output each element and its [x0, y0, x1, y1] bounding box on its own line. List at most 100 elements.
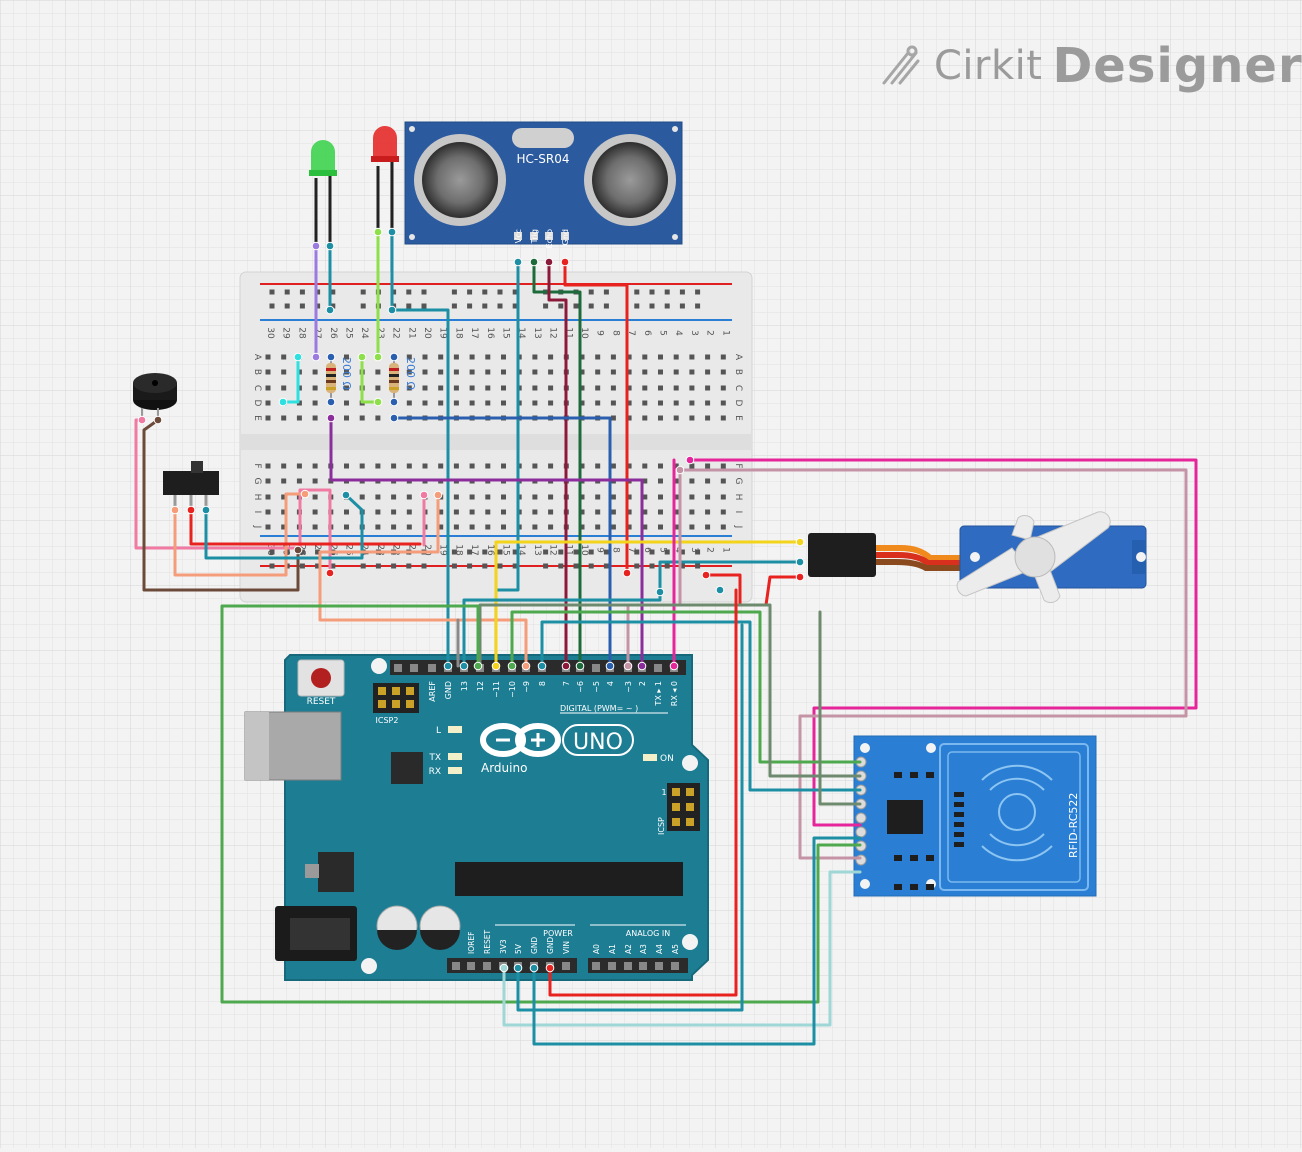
wire-endpoint[interactable]	[357, 352, 367, 362]
rail-hole[interactable]	[695, 549, 701, 555]
wire-endpoint[interactable]	[293, 352, 303, 362]
breadboard-hole[interactable]	[673, 400, 679, 406]
wire-endpoint[interactable]	[513, 963, 523, 973]
breadboard-hole[interactable]	[375, 524, 381, 530]
breadboard-hole[interactable]	[453, 463, 459, 469]
wire-servo-signal[interactable]	[494, 540, 802, 668]
wire-rfid-sck[interactable]	[478, 603, 862, 778]
breadboard-hole[interactable]	[344, 400, 349, 406]
sensor-pin[interactable]	[545, 232, 553, 240]
rail-hole[interactable]	[573, 303, 579, 309]
wire-endpoint[interactable]	[326, 413, 336, 423]
servo-motor[interactable]	[808, 511, 1147, 604]
breadboard-hole[interactable]	[469, 354, 475, 360]
breadboard-hole[interactable]	[312, 415, 318, 421]
breadboard-hole[interactable]	[658, 494, 663, 500]
breadboard-hole[interactable]	[673, 463, 679, 469]
breadboard-hole[interactable]	[501, 524, 506, 530]
rail-hole[interactable]	[543, 549, 549, 555]
breadboard-hole[interactable]	[296, 415, 302, 421]
breadboard-hole[interactable]	[532, 385, 538, 391]
breadboard-hole[interactable]	[375, 385, 381, 391]
rail-hole[interactable]	[543, 563, 549, 569]
breadboard-hole[interactable]	[642, 524, 648, 530]
breadboard-hole[interactable]	[579, 385, 585, 391]
rail-hole[interactable]	[664, 549, 670, 555]
wire-endpoint[interactable]	[513, 257, 523, 267]
breadboard-hole[interactable]	[658, 463, 663, 469]
breadboard-hole[interactable]	[673, 369, 679, 375]
wire-salmon-pin9[interactable]	[318, 493, 528, 668]
wire-endpoint[interactable]	[373, 227, 383, 237]
rail-hole[interactable]	[391, 289, 397, 295]
breadboard-hole[interactable]	[642, 463, 648, 469]
breadboard-hole[interactable]	[610, 385, 616, 391]
breadboard-hole[interactable]	[610, 415, 616, 421]
breadboard-hole[interactable]	[532, 509, 538, 515]
breadboard-hole[interactable]	[658, 354, 663, 360]
breadboard-hole[interactable]	[265, 524, 271, 530]
breadboard-hole[interactable]	[359, 415, 365, 421]
breadboard-hole[interactable]	[705, 354, 711, 360]
wire-endpoint[interactable]	[201, 505, 211, 515]
rail-hole[interactable]	[391, 303, 397, 309]
breadboard-hole[interactable]	[359, 494, 365, 500]
breadboard-hole[interactable]	[673, 415, 679, 421]
breadboard-hole[interactable]	[453, 494, 459, 500]
wire-sr04-gnd[interactable]	[563, 260, 629, 575]
wire-servo-gnd[interactable]	[462, 560, 802, 668]
breadboard-hole[interactable]	[485, 369, 491, 375]
rail-hole[interactable]	[603, 289, 609, 295]
header-pin[interactable]	[624, 962, 632, 970]
wire-endpoint[interactable]	[325, 241, 335, 251]
breadboard-hole[interactable]	[312, 463, 318, 469]
breadboard-hole[interactable]	[375, 494, 381, 500]
sensor-pin[interactable]	[514, 232, 522, 240]
header-pin[interactable]	[639, 962, 647, 970]
breadboard-hole[interactable]	[658, 478, 663, 484]
breadboard-hole[interactable]	[689, 524, 695, 530]
wire-endpoint[interactable]	[507, 661, 517, 671]
wire-endpoint[interactable]	[575, 661, 585, 671]
wire-sr04-echo[interactable]	[547, 260, 568, 668]
wire-endpoint[interactable]	[715, 585, 725, 595]
rfid-pin[interactable]	[855, 826, 867, 838]
breadboard-hole[interactable]	[296, 400, 302, 406]
breadboard-hole[interactable]	[548, 385, 554, 391]
wire-switch-3[interactable]	[204, 493, 364, 560]
breadboard-hole[interactable]	[610, 463, 616, 469]
wire-endpoint[interactable]	[311, 352, 321, 362]
wire-endpoint[interactable]	[795, 537, 805, 547]
rail-hole[interactable]	[269, 563, 275, 569]
rail-hole[interactable]	[543, 303, 549, 309]
breadboard-hole[interactable]	[548, 463, 554, 469]
rail-hole[interactable]	[451, 563, 457, 569]
breadboard-hole[interactable]	[658, 524, 663, 530]
sensor-pin[interactable]	[530, 232, 538, 240]
breadboard-hole[interactable]	[579, 524, 585, 530]
rail-hole[interactable]	[588, 289, 594, 295]
breadboard-hole[interactable]	[626, 509, 632, 515]
breadboard-hole[interactable]	[438, 400, 444, 406]
breadboard-hole[interactable]	[453, 509, 459, 515]
breadboard-hole[interactable]	[720, 415, 726, 421]
breadboard-hole[interactable]	[705, 400, 711, 406]
wire-endpoint[interactable]	[544, 257, 554, 267]
rail-hole[interactable]	[634, 303, 640, 309]
wire-endpoint[interactable]	[795, 557, 805, 567]
rail-hole[interactable]	[330, 303, 336, 309]
breadboard-hole[interactable]	[469, 494, 475, 500]
header-pin[interactable]	[562, 962, 570, 970]
breadboard-hole[interactable]	[689, 509, 695, 515]
breadboard-hole[interactable]	[548, 524, 554, 530]
breadboard-hole[interactable]	[532, 524, 538, 530]
breadboard-hole[interactable]	[281, 463, 287, 469]
wire-endpoint[interactable]	[325, 305, 335, 315]
breadboard-hole[interactable]	[673, 354, 679, 360]
wire-endpoint[interactable]	[701, 570, 711, 580]
breadboard-hole[interactable]	[720, 354, 726, 360]
breadboard-hole[interactable]	[642, 385, 648, 391]
rail-hole[interactable]	[421, 303, 427, 309]
